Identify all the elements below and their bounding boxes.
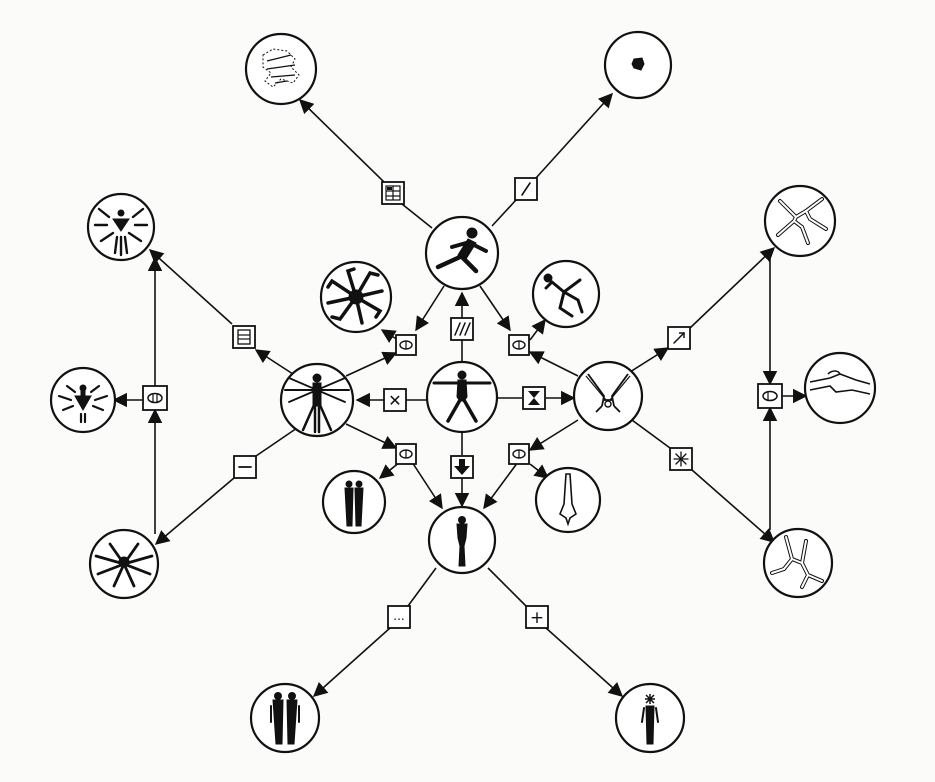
edge-opoval-inverted	[529, 463, 550, 479]
edge-runner-opoval-r	[479, 285, 511, 332]
edge-runner-grid	[401, 203, 433, 229]
op-oval-lower-left	[395, 443, 417, 465]
node-swimmer	[803, 351, 877, 425]
op-minus-box	[233, 455, 257, 479]
figure-radiating-triangle-icon	[93, 207, 149, 257]
op-cross-box: ✕	[383, 388, 407, 412]
edge-starman-minus	[255, 425, 301, 457]
operators: ✕	[142, 177, 783, 629]
op-oval-lower-right	[508, 443, 530, 465]
edge-snow-climber	[691, 469, 776, 543]
node-tumbler	[531, 259, 601, 329]
figure-upside-down-outline-icon	[559, 473, 577, 527]
oval-icon	[762, 390, 778, 402]
ellipsis-icon: ...	[393, 609, 404, 623]
op-oval-left-cluster	[142, 385, 168, 411]
edge-runner-opoval-l	[415, 285, 445, 332]
figure-hatched-scribble-icon	[262, 48, 300, 88]
asterisk-icon	[673, 451, 689, 467]
down-arrow-icon	[454, 459, 470, 475]
node-scribble	[244, 32, 318, 106]
figure-splayed-limbs-icon	[94, 542, 154, 588]
node-spiky	[319, 260, 393, 334]
edge-grid-scribble	[298, 98, 385, 183]
node-standing	[427, 505, 497, 575]
op-plus-box: +	[525, 605, 549, 629]
edge-standing-dots	[407, 567, 437, 607]
figure-many-limbed-icon	[326, 267, 384, 325]
op-hourglass-box	[522, 386, 546, 410]
cross-icon: ✕	[388, 391, 401, 410]
edge-opoval-standing-r	[483, 461, 519, 510]
edge-runner-slash	[491, 199, 517, 227]
striped-rect-icon	[237, 329, 251, 345]
edge-dancer-opoval-ur	[528, 351, 579, 377]
edge-opoval-tumbler	[529, 318, 546, 341]
figure-two-silhouettes-icon	[344, 480, 364, 527]
northeast-arrow-icon	[673, 332, 685, 344]
figure-tumbling-icon	[543, 273, 584, 318]
edge-dancer-ne	[629, 347, 670, 373]
op-oval-right-cluster	[757, 383, 783, 409]
figure-star-headed-icon	[641, 694, 659, 745]
edge-starman-opoval-ll	[345, 423, 398, 449]
figure-triangle-rays-icon	[57, 384, 109, 424]
edge-ne-xfigure	[689, 247, 776, 329]
figure-arms-up-icon	[585, 373, 631, 413]
figure-arms-outstretched-icon	[432, 370, 492, 423]
nodes	[49, 30, 877, 754]
node-blob	[603, 30, 673, 100]
edge-starman-opoval-ul	[345, 351, 398, 377]
op-oval-upper-right	[508, 334, 530, 356]
triple-slash-icon	[454, 322, 471, 336]
op-asterisk-box	[669, 447, 693, 471]
plus-icon: +	[530, 608, 544, 628]
node-hub	[425, 360, 499, 434]
figure-standing-pair-icon	[270, 692, 300, 745]
grid-icon	[385, 185, 401, 201]
op-northeast-arrow-box	[667, 326, 691, 350]
op-oval-upper-left	[395, 334, 417, 356]
edge-starman-rect	[254, 349, 297, 377]
op-grid-box	[381, 181, 405, 205]
edge-dots-pair	[312, 627, 391, 697]
edge-minus-splayed	[154, 477, 235, 545]
op-slash-box	[514, 177, 538, 201]
oval-icon	[147, 392, 163, 404]
op-down-arrow-box	[450, 455, 474, 479]
node-star-man	[279, 362, 355, 438]
figure-small-blob-icon	[631, 57, 645, 71]
figure-hanging-outline-icon	[770, 535, 824, 589]
node-star-head	[614, 682, 686, 754]
op-ellipsis-box: ...	[387, 605, 411, 629]
node-dancer	[572, 360, 644, 432]
node-x-figure	[763, 184, 837, 258]
slash-icon	[521, 182, 531, 196]
node-radiant-top	[86, 192, 156, 262]
edge-opoval-standing-l	[411, 461, 443, 510]
node-radiant-mid	[49, 366, 117, 434]
figure-x-outline-icon	[776, 197, 828, 245]
node-runner	[424, 215, 500, 291]
edge-plus-starhead	[545, 627, 624, 697]
node-pair	[249, 682, 321, 754]
edge-dancer-opoval-lr	[528, 419, 579, 451]
figure-running-icon	[435, 227, 488, 274]
node-climber	[762, 527, 834, 599]
edge-standing-plus	[487, 567, 527, 607]
edge-dancer-snow	[631, 419, 671, 449]
op-triple-slash-box	[450, 317, 474, 341]
figure-standing-silhouette-icon	[456, 516, 468, 567]
edge-slash-blob	[535, 92, 613, 179]
hourglass-icon	[528, 391, 540, 405]
figure-swimming-outline-icon	[809, 370, 871, 395]
node-inverted	[534, 466, 602, 534]
edge-rect-radiant	[148, 249, 233, 325]
edges	[112, 92, 808, 697]
op-striped-rect-box	[232, 325, 256, 349]
node-twins-small	[321, 469, 387, 535]
figure-vitruvian-icon	[284, 373, 350, 434]
node-splayed	[88, 528, 160, 600]
